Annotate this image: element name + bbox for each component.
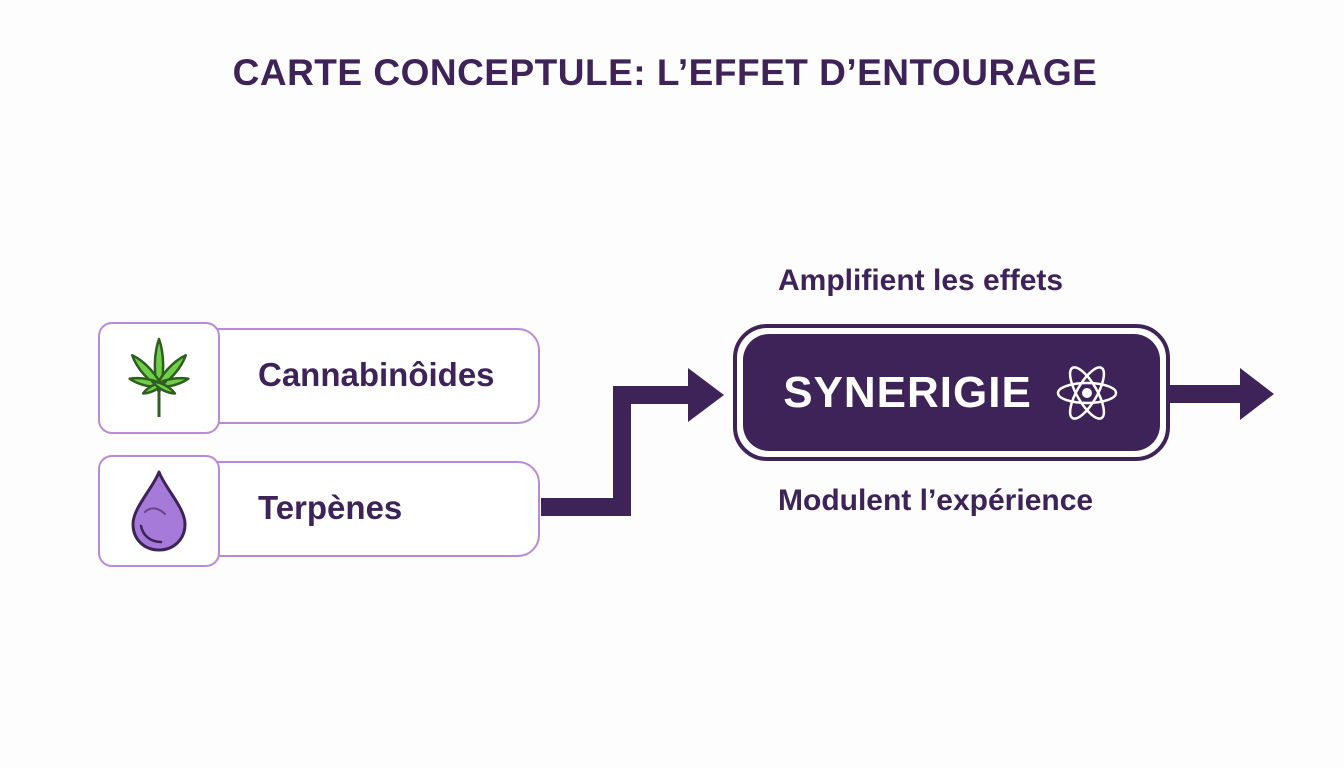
synergy-label: SYNERIGIE	[783, 367, 1032, 417]
node-cannabinoides: Cannabinôides	[98, 322, 542, 434]
output-arrow	[1168, 368, 1274, 420]
node-terpenes: Terpènes	[98, 455, 542, 567]
page-title: CARTE CONCEPTULE: L’EFFET D’ENTOURAGE	[232, 52, 1098, 93]
annotation-top: Amplifient les effets	[778, 264, 1064, 297]
node-pill	[194, 461, 540, 557]
node-icon-box	[98, 455, 220, 567]
input-arrow	[541, 368, 724, 516]
annotation-bottom: Modulent l’expérience	[778, 484, 1094, 517]
synergy-inner: SYNERIGIE	[743, 334, 1160, 451]
atom-icon	[1056, 365, 1118, 420]
cannabis-leaf-icon	[128, 337, 190, 417]
synergy-box: SYNERIGIE	[733, 324, 1170, 461]
node-icon-box	[98, 322, 220, 434]
droplet-icon	[131, 470, 187, 552]
node-label: Cannabinôides	[258, 356, 495, 393]
node-label: Terpènes	[258, 489, 403, 526]
